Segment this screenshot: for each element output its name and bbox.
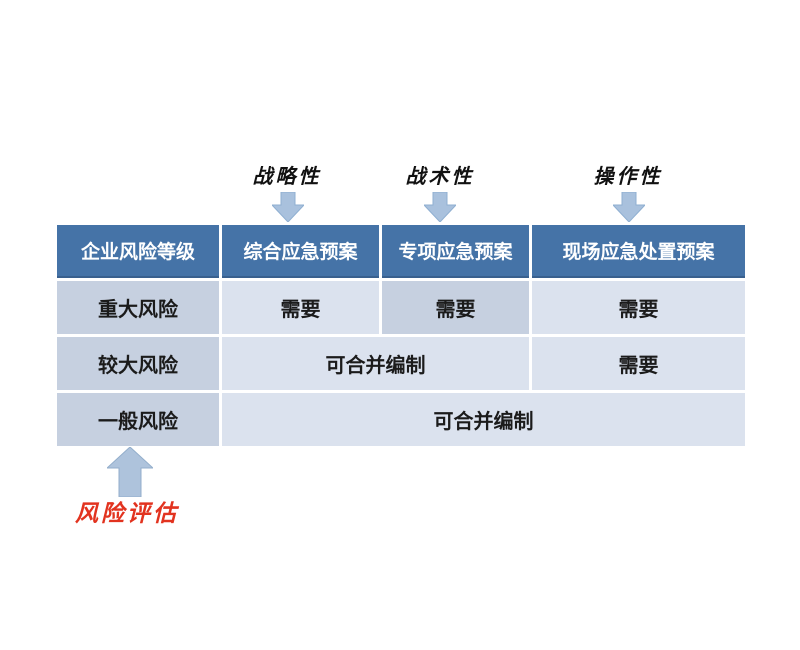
row-general-cell-merged: 可合并编制 xyxy=(222,393,745,446)
row-larger-cell-merged: 可合并编制 xyxy=(222,337,529,390)
down-arrow-icon xyxy=(613,192,645,222)
header-cell-onsite-plan: 现场应急处置预案 xyxy=(532,225,745,278)
header-cell-comprehensive-plan: 综合应急预案 xyxy=(222,225,379,278)
header-cell-special-plan: 专项应急预案 xyxy=(382,225,529,278)
down-arrow-icon xyxy=(424,192,456,222)
row-larger-cell-onsite: 需要 xyxy=(532,337,745,390)
risk-assessment-label: 风险评估 xyxy=(75,500,179,527)
row-major-risk-level: 重大风险 xyxy=(57,281,219,334)
row-larger-risk-level: 较大风险 xyxy=(57,337,219,390)
label-tactical: 战术性 xyxy=(405,164,475,188)
row-major-cell-special: 需要 xyxy=(382,281,529,334)
label-strategic: 战略性 xyxy=(252,164,322,188)
header-cell-risk-level: 企业风险等级 xyxy=(57,225,219,278)
risk-plan-table: 企业风险等级 综合应急预案 专项应急预案 现场应急处置预案 重大风险 需要 需要… xyxy=(57,225,745,446)
down-arrow-icon xyxy=(272,192,304,222)
up-arrow-icon xyxy=(107,447,153,497)
label-operational: 操作性 xyxy=(593,164,663,188)
row-general-risk-level: 一般风险 xyxy=(57,393,219,446)
row-major-cell-onsite: 需要 xyxy=(532,281,745,334)
row-major-cell-comprehensive: 需要 xyxy=(222,281,379,334)
